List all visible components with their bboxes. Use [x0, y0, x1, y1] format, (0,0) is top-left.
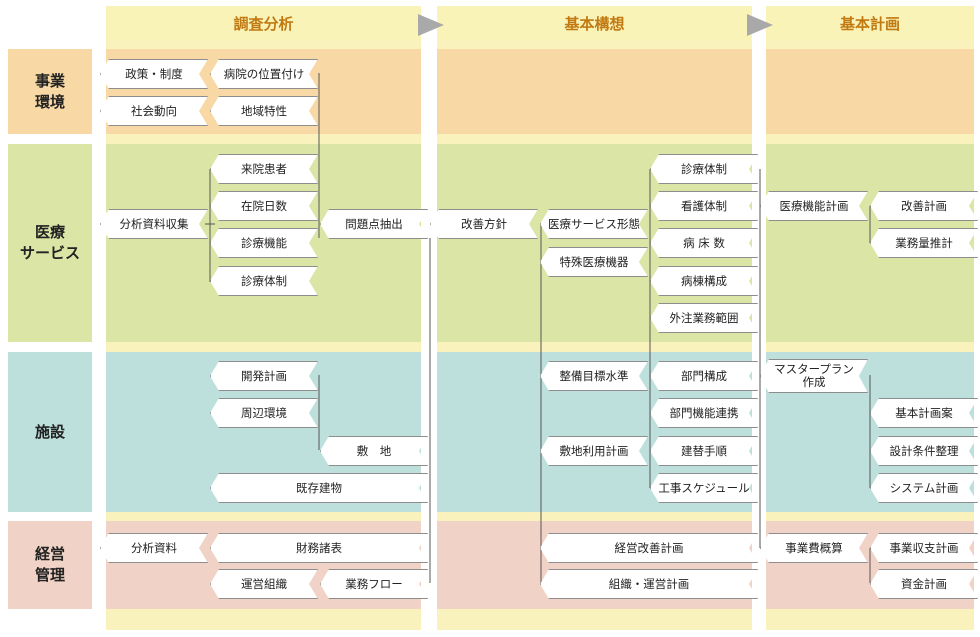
box-improvement-plan: 改善計画 [870, 191, 978, 221]
box-operation-org: 運営組織 [210, 569, 318, 599]
box-dept-structure: 部門構成 [650, 361, 758, 391]
box-hospital-position: 病院の位置付け [210, 59, 318, 89]
band-plan-business [766, 49, 974, 134]
box-policy: 政策・制度 [100, 59, 208, 89]
box-org-operation-plan: 組織・運営計画 [540, 569, 758, 599]
box-construction-schedule: 工事スケジュール [650, 473, 758, 503]
box-medical-system-research: 診療体制 [210, 266, 318, 296]
box-financial-statements: 財務諸表 [210, 533, 428, 563]
box-dev-plan: 開発計画 [210, 361, 318, 391]
row-label-facility: 施設 [34, 422, 65, 441]
row-label-bg-management [8, 521, 92, 609]
box-outpatients: 来院患者 [210, 154, 318, 184]
box-existing-buildings: 既存建物 [210, 473, 428, 503]
arrow-right-icon [418, 14, 444, 36]
band-concept-business [437, 49, 752, 134]
box-analysis-data: 分析資料 [100, 533, 208, 563]
row-label-management: 経営 管理 [34, 545, 65, 584]
box-outsourcing: 外注業務範囲 [650, 303, 758, 333]
box-ward-structure: 病棟構成 [650, 266, 758, 296]
box-medical-function-plan: 医療機能計画 [760, 191, 868, 221]
box-analysis-collect: 分析資料収集 [100, 209, 208, 239]
box-special-equipment: 特殊医療機器 [540, 247, 648, 277]
box-master-plan: マスタープラン 作成 [760, 359, 868, 393]
box-design-conditions: 設計条件整理 [870, 436, 978, 466]
row-label-bg-business [8, 49, 92, 134]
box-equipment-target: 整備目標水準 [540, 361, 648, 391]
box-surroundings: 周辺環境 [210, 398, 318, 428]
box-system-plan: システム計画 [870, 473, 978, 503]
box-basic-plan-draft: 基本計画案 [870, 398, 978, 428]
box-medical-system-concept: 診療体制 [650, 154, 758, 184]
box-regional-traits: 地域特性 [210, 96, 318, 126]
box-problem-extract: 問題点抽出 [320, 209, 428, 239]
column-header-plan: 基本計画 [766, 6, 974, 40]
row-label-bg-medical [8, 144, 92, 342]
box-nursing-system: 看護体制 [650, 191, 758, 221]
box-medical-function: 診療機能 [210, 228, 318, 258]
box-cost-estimate: 事業費概算 [760, 533, 868, 563]
box-funding-plan: 資金計画 [870, 569, 978, 599]
box-revenue-plan: 事業収支計画 [870, 533, 978, 563]
box-site: 敷 地 [320, 436, 428, 466]
box-social-trend: 社会動向 [100, 96, 208, 126]
row-label-bg-facility [8, 352, 92, 512]
box-bed-count: 病 床 数 [650, 228, 758, 258]
box-workload-estimate: 業務量推計 [870, 228, 978, 258]
row-label-business-env: 事業 環境 [34, 71, 65, 111]
column-header-concept: 基本構想 [437, 6, 752, 40]
box-improve-policy: 改善方針 [430, 209, 538, 239]
box-business-flow: 業務フロー [320, 569, 428, 599]
arrow-right-icon [747, 14, 773, 36]
box-rebuild-procedure: 建替手順 [650, 436, 758, 466]
box-site-usage-plan: 敷地利用計画 [540, 436, 648, 466]
box-medical-service-form: 医療サービス形態 [540, 209, 648, 239]
box-dept-function-link: 部門機能連携 [650, 398, 758, 428]
box-management-improvement: 経営改善計画 [540, 533, 758, 563]
column-header-research: 調査分析 [106, 6, 421, 40]
row-label-medical-service: 医療 サービス [19, 223, 80, 262]
box-inpatient-days: 在院日数 [210, 191, 318, 221]
